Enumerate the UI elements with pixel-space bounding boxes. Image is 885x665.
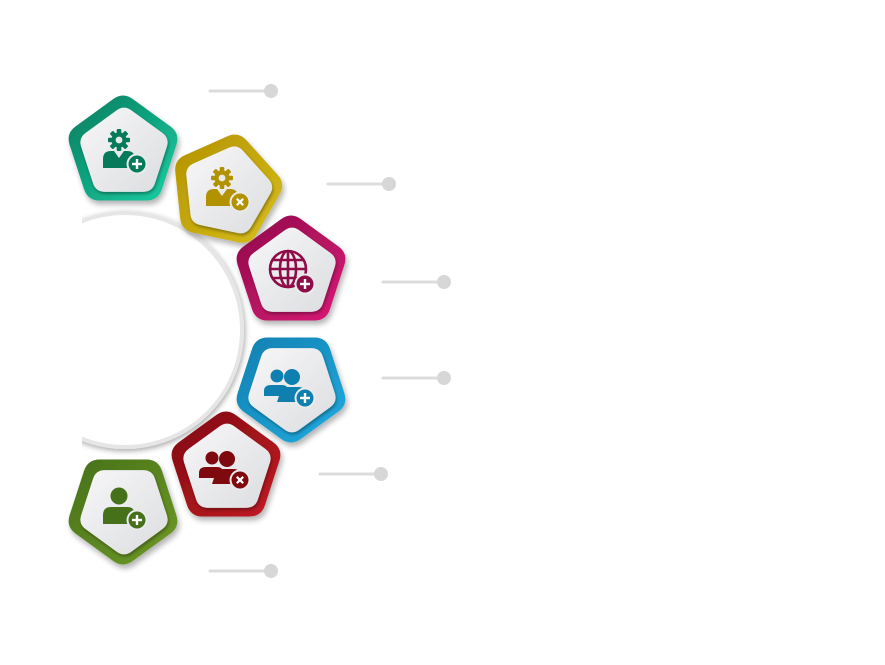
connector-dot-user-add[interactable] [264, 564, 278, 578]
connectors [208, 84, 451, 578]
gear-icon [211, 167, 233, 189]
connector-dot-user-settings-add[interactable] [264, 84, 278, 98]
gear-icon [108, 129, 130, 151]
plus-badge-icon [126, 509, 148, 531]
pentagon-inner [80, 107, 168, 192]
connector-dot-group-add[interactable] [437, 371, 451, 385]
plus-badge-icon [126, 153, 148, 175]
pentagon-items [68, 95, 346, 565]
connector-dot-group-remove[interactable] [374, 467, 388, 481]
users-plus-icon [264, 369, 316, 409]
plus-badge-icon [294, 273, 316, 295]
users-x-icon [199, 451, 251, 491]
user-gear-plus-icon [103, 129, 148, 175]
connector-dot-user-settings-remove[interactable] [382, 177, 396, 191]
head-icon [110, 487, 128, 505]
pentagon-group-add[interactable] [236, 337, 346, 443]
pentagon-user-settings-remove[interactable] [175, 134, 283, 243]
pentagon-group-remove[interactable] [171, 411, 281, 517]
hub-circle [0, 200, 244, 460]
pentagon-user-add[interactable] [68, 459, 178, 565]
pentagon-user-settings-add[interactable] [68, 95, 178, 201]
user-gear-x-icon [206, 167, 251, 213]
connector-dot-globe-add[interactable] [437, 275, 451, 289]
globe-plus-icon [268, 249, 316, 295]
remove-badge-icon [229, 469, 251, 491]
user-plus-icon [103, 487, 148, 531]
plus-badge-icon [294, 387, 316, 409]
pentagon-globe-add[interactable] [236, 215, 346, 321]
remove-badge-icon [229, 191, 251, 213]
